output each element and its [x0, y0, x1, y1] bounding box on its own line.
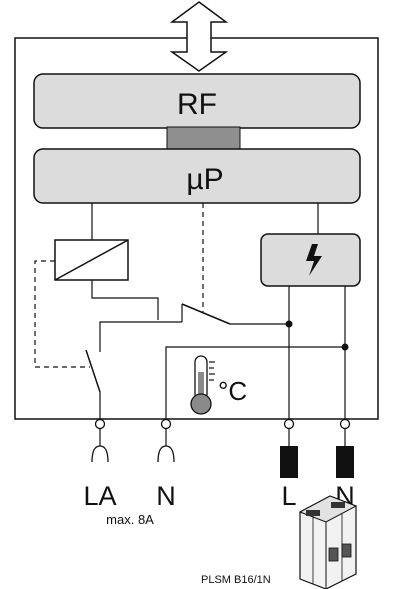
terminal-l-label: L — [281, 481, 296, 511]
thermometer-icon — [190, 355, 215, 415]
coil-wire-bottom — [91, 280, 159, 320]
microprocessor-block: µP — [33, 148, 361, 204]
output-switch — [85, 345, 101, 424]
relay-linkage-left — [34, 260, 90, 368]
max-current-label: max. 8A — [106, 512, 154, 527]
terminal-la — [91, 418, 109, 463]
temp-unit-label: °C — [218, 376, 247, 406]
circuit-breaker-icon — [298, 495, 358, 589]
terminal-n-right — [336, 418, 354, 478]
n-junction — [341, 343, 349, 351]
terminal-l — [280, 418, 298, 478]
terminal-n-left-label: N — [156, 481, 176, 511]
neutral-rail — [165, 346, 345, 424]
relay-coil — [54, 239, 129, 281]
breaker-model-label: PLSM B16/1N — [201, 574, 271, 586]
rf-up-link — [166, 126, 241, 151]
terminal-n-left — [157, 418, 175, 463]
power-supply-block — [260, 233, 361, 287]
terminal-la-label: LA — [83, 481, 116, 511]
control-switch — [99, 303, 289, 345]
lightning-icon — [306, 244, 322, 276]
rf-label: RF — [177, 88, 217, 121]
double-arrow-icon — [169, 1, 229, 72]
l-junction — [285, 320, 293, 328]
up-label: µP — [186, 163, 223, 196]
rf-block: RF — [33, 73, 361, 129]
